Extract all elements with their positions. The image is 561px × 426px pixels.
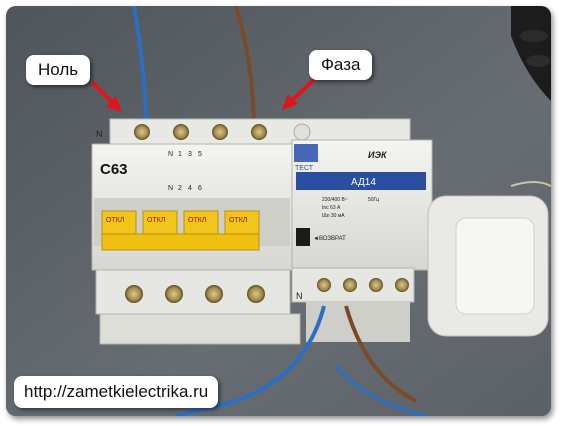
neutral-arrow <box>90 80 122 112</box>
rcd-bottom-screws <box>317 278 409 292</box>
neutral-callout: Ноль <box>26 55 91 85</box>
rcd-spec-voltage: 230/400 В~ <box>322 197 348 203</box>
phase-callout: Фаза <box>309 50 373 80</box>
website-watermark: http://zametkielectrika.ru <box>14 376 219 408</box>
rcd-model: АД14 <box>351 177 376 188</box>
pole-number-n: N <box>168 151 173 158</box>
pole-number-4: 4 <box>188 185 192 192</box>
phase-arrow <box>282 74 320 110</box>
rcd-test-label: ТЕСТ <box>295 165 314 172</box>
rcd-spec-current: Inc 63 А <box>322 205 341 211</box>
breaker-model: С63 <box>100 161 128 178</box>
top-terminal-letter: N <box>96 129 103 139</box>
reset-button <box>296 228 310 246</box>
pole-number-2: 2 <box>178 185 182 192</box>
test-button <box>294 144 318 162</box>
breaker-photo: N С63 N 1 3 5 N 2 4 6 ОТКЛ ОТКЛ ОТКЛ ОТК… <box>6 6 551 416</box>
pole-number-3: 3 <box>188 151 192 158</box>
rcd-terminal-letter: N <box>296 291 303 301</box>
handle-label-2: ОТКЛ <box>147 217 166 224</box>
pole-number-6: 6 <box>198 185 202 192</box>
breaker-handles <box>101 210 260 251</box>
photo-frame: N С63 N 1 3 5 N 2 4 6 ОТКЛ ОТКЛ ОТКЛ ОТК… <box>6 6 551 416</box>
pole-number-n-bottom: N <box>168 185 173 192</box>
bottom-terminal-screws <box>125 285 265 303</box>
rcd-brand: ИЭК <box>368 150 388 160</box>
handle-label-3: ОТКЛ <box>188 217 207 224</box>
rcd-spec-leak: IΔn 30 мА <box>322 213 345 219</box>
handle-label-4: ОТКЛ <box>229 217 248 224</box>
rcd-spec-freq: 50Гц <box>368 197 379 203</box>
rcd-model-plate <box>296 172 426 190</box>
top-terminal-screws <box>134 123 311 141</box>
handle-label-1: ОТКЛ <box>106 217 125 224</box>
pole-number-1: 1 <box>178 151 182 158</box>
rcd-reset-label: ◄ВОЗВРАТ <box>313 236 346 242</box>
pole-number-5: 5 <box>198 151 202 158</box>
